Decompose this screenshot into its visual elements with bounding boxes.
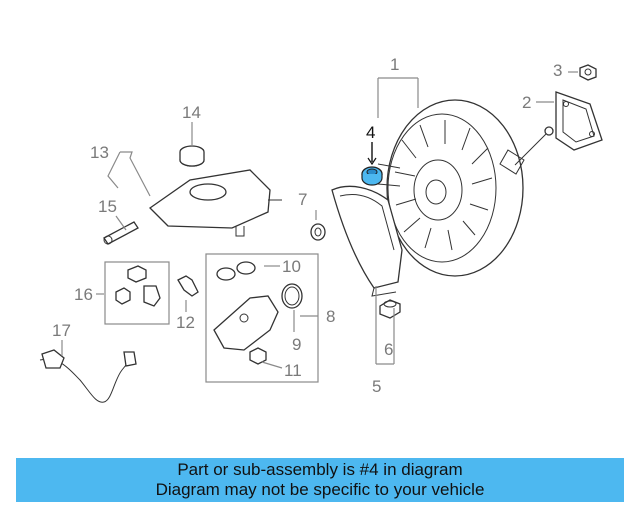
heat-shield [331,185,403,297]
callout-13: 13 [90,143,109,162]
fitting-part-12 [177,275,199,297]
callout-8: 8 [326,307,335,326]
callout-14: 14 [182,103,201,122]
banner-line-2: Diagram may not be specific to your vehi… [155,480,485,499]
highlighted-part-4 [361,166,383,186]
callout-16: 16 [74,285,93,304]
booster-gasket [555,91,603,151]
fluid-reservoir [148,169,282,237]
callout-4: 4 [366,123,375,142]
callout-5: 5 [372,377,381,396]
callout-12: 12 [176,313,195,332]
callout-17: 17 [52,321,71,340]
callout-9: 9 [292,335,301,354]
callout-7: 7 [298,190,307,209]
callout-6: 6 [384,340,393,359]
pin-part-15 [103,221,139,245]
leader-lines [61,71,578,369]
parts-diagram: 1 2 3 4 5 6 7 8 9 10 11 12 13 14 15 16 1… [39,55,603,403]
grommet-part-6 [379,299,401,319]
banner-line-1: Part or sub-assembly is #4 in diagram [177,460,463,479]
info-banner: Part or sub-assembly is #4 in diagram Di… [16,458,624,502]
sensor-parts-box-16 [104,261,170,325]
callout-10: 10 [282,257,301,276]
nut-part-3 [579,64,597,81]
reservoir-cap [179,145,205,167]
callout-2: 2 [522,93,531,112]
callout-15: 15 [98,197,117,216]
callout-11: 11 [284,361,302,380]
seal-part-7 [310,223,326,241]
brake-booster [377,99,554,277]
master-cylinder-box [205,253,319,383]
callout-1: 1 [390,55,399,74]
callout-3: 3 [553,61,562,80]
sensor-wire-part-17 [39,349,137,403]
callout-numbers: 1 2 3 4 5 6 7 8 9 10 11 12 13 14 15 16 1… [52,55,562,396]
